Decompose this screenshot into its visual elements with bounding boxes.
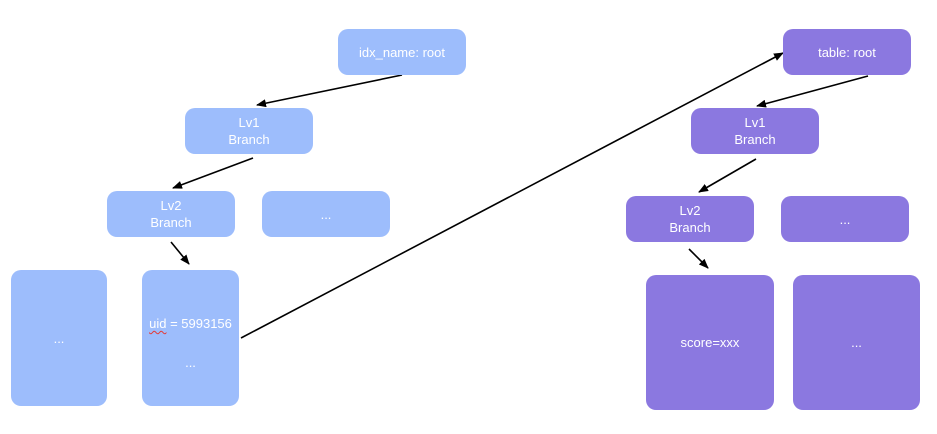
index-leaf-node-left: ... [11, 270, 107, 406]
uid-entry: uid = 5993156 [149, 315, 232, 332]
table-lv2-sibling-node: ... [781, 196, 909, 242]
index-lv2-branch-node: Lv2 Branch [107, 191, 235, 237]
table-lv2-label: Lv2 [679, 203, 701, 218]
index-root-node: idx_name: root [338, 29, 466, 75]
table-root-label: table: root [818, 44, 876, 60]
uid-value: = 5993156 [166, 316, 232, 331]
table-lv1-sublabel: Branch [734, 132, 776, 147]
index-leaf-node-uid: uid = 5993156 ... [142, 270, 239, 406]
uid-key: uid [149, 316, 167, 331]
table-leaf-node-right: ... [793, 275, 920, 410]
index-lv1-label: Lv1 [238, 115, 260, 130]
index-lv2-sibling-node: ... [262, 191, 390, 237]
table-lv1-branch-node: Lv1 Branch [691, 108, 819, 154]
table-lv2-branch-node: Lv2 Branch [626, 196, 754, 242]
index-lv2-sibling-label: ... [320, 206, 332, 222]
edge-right-root-to-lv1 [756, 75, 869, 108]
edge-uid-to-table-root [240, 52, 784, 339]
edge-left-lv2-to-leaf [170, 241, 190, 265]
edge-right-lv2-to-leaf [688, 248, 709, 269]
index-leaf-uid-more: ... [185, 355, 196, 370]
index-lv2-label: Lv2 [160, 198, 182, 213]
table-lv2-sublabel: Branch [669, 220, 711, 235]
table-leaf-score-label: score=xxx [680, 335, 740, 350]
table-leaf-node-score: score=xxx [646, 275, 774, 410]
table-leaf-right-label: ... [851, 335, 862, 350]
table-root-node: table: root [783, 29, 911, 75]
table-lv2-sibling-label: ... [839, 211, 851, 227]
index-root-label: idx_name: root [359, 44, 445, 60]
table-lv1-label: Lv1 [744, 115, 766, 130]
index-lv2-sublabel: Branch [150, 215, 192, 230]
index-lv1-branch-node: Lv1 Branch [185, 108, 313, 154]
edge-left-lv1-to-lv2 [172, 157, 254, 189]
index-leaf-left-label: ... [53, 330, 65, 346]
edge-right-lv1-to-lv2 [698, 158, 757, 193]
edge-left-root-to-lv1 [256, 74, 403, 108]
index-lv1-sublabel: Branch [228, 132, 270, 147]
